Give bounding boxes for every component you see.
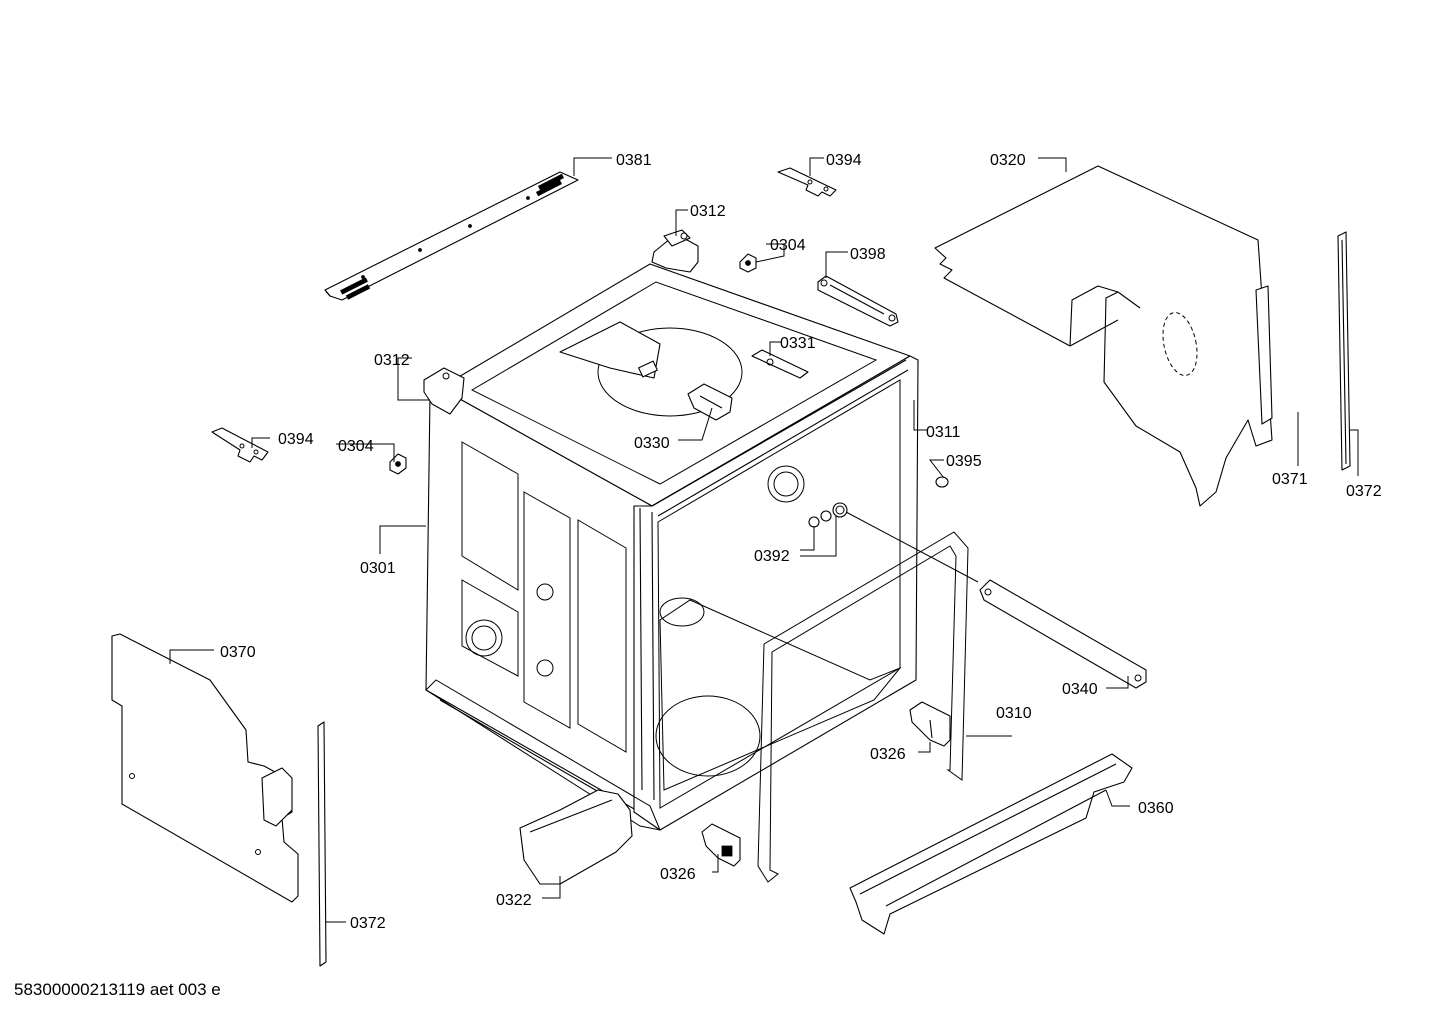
callout-0331: 0331 [780,335,816,352]
callout-0371: 0371 [1272,471,1308,488]
callout-0394: 0394 [826,152,862,169]
callout-0372: 0372 [1346,483,1382,500]
callout-0381: 0381 [616,152,652,169]
callout-0398: 0398 [850,246,886,263]
callout-0312: 0312 [690,203,726,220]
part-0370-insulation [111,633,299,903]
callout-0360: 0360 [1138,800,1174,817]
part-0394-bracket-top [777,167,837,197]
part-0331-clip [751,349,809,379]
part-0326-clip-bottom [701,823,741,867]
part-0310-seal [757,531,969,883]
callout-0340: 0340 [1062,681,1098,698]
document-id: 58300000213119 aet 003 e [14,980,221,999]
part-0304-clip-left [389,453,407,475]
part-0322-channel [519,789,633,885]
callout-0304: 0304 [338,438,374,455]
part-0394-bracket-left [211,427,269,463]
callout-0370: 0370 [220,644,256,661]
part-0312-hinge-left [423,367,465,415]
part-0312-hinge-top [651,229,699,273]
callout-0392: 0392 [754,548,790,565]
part-0301-tub-frame [425,263,919,831]
part-0330-latch [687,383,733,421]
part-0395-ring [935,476,949,488]
part-0372-strip-right [1337,231,1351,471]
part-0320-insulation [934,165,1273,507]
callout-0311: 0311 [926,424,961,441]
part-0372-strip-left [317,721,327,967]
leader-lines [169,157,1359,923]
callout-0326: 0326 [870,746,906,763]
callout-0312: 0312 [374,352,410,369]
callout-0310: 0310 [996,705,1032,722]
callout-0326: 0326 [660,866,696,883]
callout-0395: 0395 [946,453,982,470]
part-0381-top-plate [324,171,579,301]
part-0304-clip-top [739,253,757,273]
callout-0394: 0394 [278,431,314,448]
part-0340-rail [979,579,1147,689]
callout-labels: 0381 0394 0320 0312 0304 0398 0372 0312 … [220,152,1382,932]
callout-0320: 0320 [990,152,1026,169]
callout-0372: 0372 [350,915,386,932]
callout-0301: 0301 [360,560,396,577]
part-0398-strip [817,275,899,327]
callout-0322: 0322 [496,892,532,909]
part-0326-clip-right [909,701,951,747]
callout-0304: 0304 [770,237,806,254]
callout-0330: 0330 [634,435,670,452]
part-0360-base-strip [849,753,1133,935]
